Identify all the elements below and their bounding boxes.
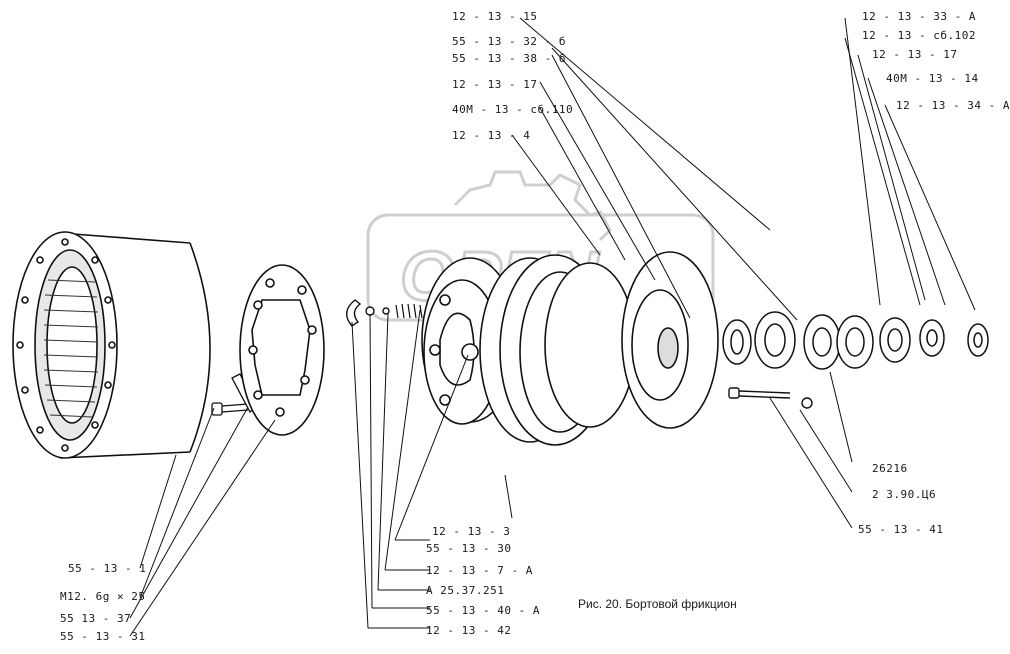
label-55-13-40-a: 55 - 13 - 40 - А	[426, 604, 540, 617]
label-12-13-7-a: 12 - 13 - 7 - А	[426, 564, 533, 577]
label-2-3-90-c6: 2 З.90.Ц6	[872, 488, 937, 501]
label-40m-13-14: 40М - 13 - 14	[886, 72, 979, 85]
label-55-13-31: 55 - 13 - 31	[60, 630, 146, 643]
label-12-13-sb102: 12 - 13 - сб.102	[862, 29, 976, 42]
figure-caption: Рис. 20. Бортовой фрикцион	[578, 597, 737, 611]
label-55-13-38-6: 55 - 13 - 38 - б	[452, 52, 566, 65]
label-12-13-34-a: 12 - 13 - 34 - А	[896, 99, 1010, 112]
label-55-13-1: 55 - 13 - 1	[68, 562, 147, 575]
label-55-13-41: 55 - 13 - 41	[858, 523, 944, 536]
label-12-13-4: 12 - 13 - 4	[452, 129, 531, 142]
friction-disks	[479, 251, 719, 446]
long-bolt	[728, 387, 813, 409]
label-12-13-17-right: 12 - 13 - 17	[872, 48, 958, 61]
label-55-13-37: 55 13 - 37	[60, 612, 132, 625]
label-m12-bolt: М12. 6g × 25	[60, 590, 146, 603]
label-12-13-17-left: 12 - 13 - 17	[452, 78, 538, 91]
label-12-13-15: 12 - 13 - 15	[452, 10, 538, 23]
label-a25-37-251: А 25.37.251	[426, 584, 505, 597]
label-55-13-30: 55 - 13 - 30	[426, 542, 512, 555]
leader-lines	[129, 17, 976, 637]
label-12-13-3: 12 - 13 - 3	[432, 525, 511, 538]
small-parts	[346, 299, 423, 327]
label-55-13-32-6: 55 - 13 - 32 - б	[452, 35, 566, 48]
bearing-stack	[722, 311, 989, 370]
cover-plate	[239, 264, 325, 436]
label-26216: 26216	[872, 462, 908, 475]
label-12-13-42: 12 - 13 - 42	[426, 624, 512, 637]
housing-drum	[12, 231, 211, 459]
label-12-13-33-a: 12 - 13 - 33 - А	[862, 10, 976, 23]
label-40m-13-sb110: 40М - 13 - сб.110	[452, 103, 574, 116]
